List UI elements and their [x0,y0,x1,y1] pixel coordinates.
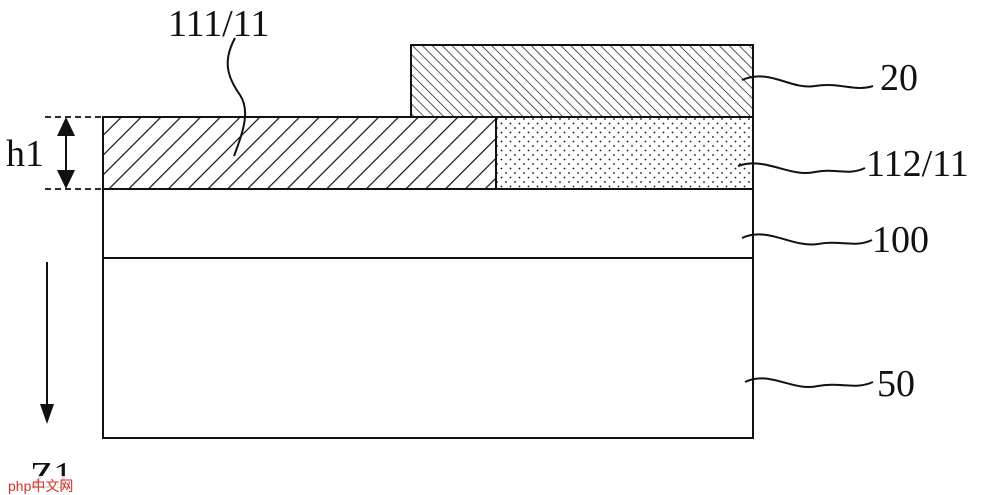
label-100: 100 [872,219,929,261]
layer-100 [102,188,754,259]
label-50: 50 [877,363,915,405]
z1-arrow-head [40,404,54,424]
label-111: 111/11 [168,3,269,45]
h1-arrow-down [57,170,75,189]
leader-50 [744,377,874,389]
leader-100 [741,233,873,246]
watermark-badge [4,476,92,495]
leader-111 [226,37,247,157]
layer-112 [495,116,754,190]
watermark: php中文网 [4,476,92,495]
label-h1: h1 [6,133,44,175]
layer-111 [102,116,497,190]
layer-50 [102,257,754,439]
leader-112 [737,162,866,175]
h1-arrow-up [57,117,75,136]
leader-20 [741,75,874,89]
watermark-text: php中文网 [8,478,73,494]
label-20: 20 [880,57,918,99]
layer-20 [410,44,754,118]
label-112: 112/11 [866,143,969,185]
